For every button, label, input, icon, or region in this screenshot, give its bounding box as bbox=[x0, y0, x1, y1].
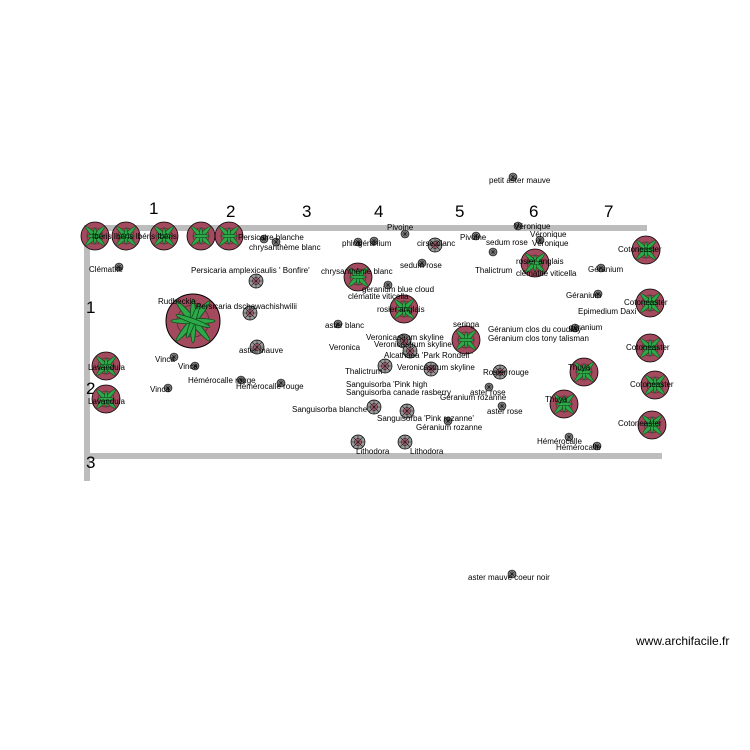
plant-label: Cotoneaster bbox=[618, 419, 662, 428]
plant-label: Clématite bbox=[89, 265, 123, 274]
plant-label: phlox bbox=[342, 239, 361, 248]
plant-label: sedum rose bbox=[400, 261, 442, 270]
wall-top bbox=[84, 225, 647, 231]
plant-label: Veronica bbox=[329, 343, 361, 352]
plant-label: Veronicastrum skyline bbox=[366, 333, 444, 342]
plant-label: clématite viticella bbox=[516, 269, 577, 278]
persicaria-plant-icon bbox=[248, 273, 264, 289]
plant-label: Géranium clos du coudray bbox=[488, 325, 581, 334]
plant-label: Cotoneaster bbox=[624, 298, 668, 307]
plant-label: Persicaria amplexicaulis ' Bonfire' bbox=[191, 266, 310, 275]
column-number: 6 bbox=[529, 202, 538, 221]
plant-label: clématite viticella bbox=[348, 292, 409, 301]
plant-label: Vinca bbox=[150, 385, 170, 394]
plant-label: Géranium bbox=[566, 291, 601, 300]
plant-label: sedum rose bbox=[486, 238, 528, 247]
plant-label: Pivoine bbox=[460, 233, 487, 242]
plant-label: aster mauve coeur noir bbox=[468, 573, 550, 582]
plant-label: aster rose bbox=[487, 407, 523, 416]
wall-left bbox=[84, 225, 90, 481]
plant-label: Sanguisorba 'Pink rozanne' bbox=[377, 414, 474, 423]
plant-label: Persicaire blanche bbox=[238, 233, 304, 242]
plant-label: Lavandula bbox=[88, 363, 125, 372]
plant-label: Rudbeckia bbox=[158, 297, 196, 306]
plant-label: aster mauve bbox=[239, 346, 284, 355]
plant-labels: petit aster mauve aster mauve coeur noir… bbox=[88, 176, 674, 582]
plant-label: rosier anglais bbox=[377, 305, 425, 314]
plant-label: Géranium rozanne bbox=[416, 423, 483, 432]
plant-label: Sanguisorba 'Pink high bbox=[346, 380, 428, 389]
row-number: 1 bbox=[86, 298, 95, 317]
plant-label: Thuya bbox=[545, 395, 568, 404]
plant-label: Cotoneaster bbox=[630, 380, 674, 389]
plant-label: cirse blanc bbox=[417, 239, 455, 248]
plant-label: Véronique bbox=[530, 230, 567, 239]
plant-label: Thalictrum bbox=[475, 266, 513, 275]
plant-label: geranium blue cloud bbox=[362, 285, 434, 294]
plant-label: Sanguisorba blanche bbox=[292, 405, 368, 414]
plant-label: Thuya bbox=[568, 363, 591, 372]
plant-label: Pivoine bbox=[387, 223, 414, 232]
plant-label: Veronicastrum skyline bbox=[397, 363, 475, 372]
plant-label: Alcathaea 'Park Rondell ' bbox=[384, 351, 473, 360]
watermark: www.archifacile.fr bbox=[636, 634, 730, 648]
plant-label: Hémérocalle rouge bbox=[188, 376, 256, 385]
plant-label: chrysanthème blanc bbox=[249, 243, 321, 252]
plant-label: Ibéris Ibéris Ibéris Ibéris bbox=[92, 232, 177, 241]
sanguisorba-plant-icon bbox=[366, 399, 382, 415]
plant-label: Véronique bbox=[514, 222, 551, 231]
plant-label: géranium bbox=[569, 323, 603, 332]
plant-label: seringa bbox=[453, 320, 480, 329]
plant-label: Vinca bbox=[155, 355, 175, 364]
plant-label: chrysanthème blanc bbox=[321, 267, 393, 276]
column-number: 7 bbox=[604, 202, 613, 221]
plant-label: Epimedium Daxi bbox=[578, 307, 636, 316]
plant-label: Hémérocalle rouge bbox=[236, 382, 304, 391]
plant-label: Persicaria dschawachishwilii bbox=[196, 302, 297, 311]
plant-label: aster rose bbox=[470, 388, 506, 397]
column-number: 4 bbox=[374, 202, 383, 221]
plant-label: Thalictrum bbox=[345, 367, 383, 376]
rudbeckia-shrub-icon bbox=[165, 293, 221, 349]
plant-label: Lithodora bbox=[410, 447, 444, 456]
plant-label: Géranium bbox=[588, 265, 623, 274]
plant-label: Cotoneaster bbox=[626, 343, 670, 352]
plant-label: Sanguisorba canade rasberry bbox=[346, 388, 451, 397]
wall-bottom bbox=[84, 453, 662, 459]
plant-label: Lavandula bbox=[88, 397, 125, 406]
plant-label: Rosier rouge bbox=[483, 368, 529, 377]
iberis-shrub-icon bbox=[186, 221, 216, 251]
plant-label: aster blanc bbox=[325, 321, 364, 330]
column-number: 5 bbox=[455, 202, 464, 221]
plant-label: petit aster mauve bbox=[489, 176, 551, 185]
plant-label: Véronique bbox=[532, 239, 569, 248]
plant-label: géranium bbox=[358, 239, 392, 248]
plant-label: Lithodora bbox=[356, 447, 390, 456]
column-number: 1 bbox=[149, 199, 158, 218]
row-number: 2 bbox=[86, 379, 95, 398]
column-number: 2 bbox=[226, 202, 235, 221]
plant-label: Vinca bbox=[178, 362, 198, 371]
column-number: 3 bbox=[302, 202, 311, 221]
plant-label: Géranium clos tony talisman bbox=[488, 334, 589, 343]
plant-label: Cotoneaster bbox=[618, 245, 662, 254]
plant-label: rosier anglais bbox=[516, 257, 564, 266]
plant-label: Hémérocalle bbox=[537, 437, 582, 446]
seringa-shrub-icon bbox=[451, 325, 481, 355]
plant-label: Hémérocalle bbox=[556, 443, 601, 452]
plant-label: Géranium rozanne bbox=[440, 393, 507, 402]
plant-label: Veronicastrum skyline bbox=[374, 340, 452, 349]
sedum-plant-icon bbox=[488, 247, 498, 257]
row-number: 3 bbox=[86, 453, 95, 472]
